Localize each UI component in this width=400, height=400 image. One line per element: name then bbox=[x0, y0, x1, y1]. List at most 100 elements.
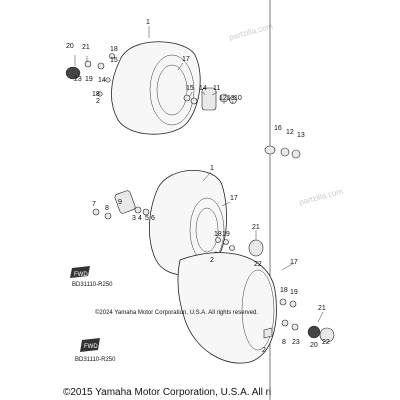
callout: 6 bbox=[151, 215, 155, 222]
hub-middle bbox=[114, 190, 136, 214]
top-wheel-assembly bbox=[65, 26, 237, 135]
bolt-middle bbox=[92, 208, 100, 216]
callout: 17 bbox=[182, 56, 190, 63]
inner-copyright: ©2024 Yamaha Motor Corporation, U.S.A. A… bbox=[95, 309, 258, 316]
leader-line bbox=[177, 62, 184, 71]
rim-top bbox=[149, 54, 195, 126]
callout: 3 bbox=[132, 215, 136, 222]
cap-lower bbox=[319, 327, 335, 343]
callout: 12 bbox=[286, 129, 294, 136]
leader-line bbox=[281, 262, 295, 271]
callout: 18 bbox=[214, 231, 222, 238]
bolt-top bbox=[105, 77, 111, 83]
washer-middle bbox=[104, 212, 112, 220]
callout: 2 bbox=[96, 98, 100, 105]
callout: 1 bbox=[146, 19, 150, 26]
callout: 13 bbox=[297, 132, 305, 139]
seal-part bbox=[280, 147, 290, 157]
nut-lower bbox=[291, 323, 299, 331]
callout: 21 bbox=[82, 44, 90, 51]
footer-copyright: ©2015 Yamaha Motor Corporation, U.S.A. A… bbox=[63, 387, 272, 398]
callout: 7 bbox=[92, 201, 96, 208]
callout: 18 bbox=[92, 91, 100, 98]
leader-line bbox=[211, 91, 218, 96]
fwd-arrow-icon: FWD bbox=[80, 338, 100, 352]
seal-part bbox=[264, 145, 276, 155]
bolt-middle bbox=[229, 245, 235, 251]
callout: 9 bbox=[118, 199, 122, 206]
lower-wheel-assembly bbox=[177, 252, 335, 364]
callout: 8 bbox=[105, 205, 109, 212]
fwd-label: FWD bbox=[74, 272, 88, 278]
callout: 2 bbox=[210, 257, 214, 264]
diagram-code-bottom: BD31110-R250 bbox=[75, 357, 116, 363]
callout: 22 bbox=[254, 261, 262, 268]
nut-middle bbox=[142, 208, 150, 216]
callout: 16 bbox=[274, 125, 282, 132]
spacer-top bbox=[190, 97, 198, 105]
callout: 8 bbox=[282, 339, 286, 346]
nut-lower bbox=[281, 319, 289, 327]
cap-lower bbox=[307, 325, 321, 339]
callout: 14 bbox=[98, 77, 106, 84]
cap-middle bbox=[248, 239, 264, 257]
rim-lower bbox=[241, 269, 275, 351]
bolt-top bbox=[97, 91, 103, 97]
callout: 22 bbox=[322, 339, 330, 346]
callout: 4 bbox=[138, 215, 142, 222]
callout: 23 bbox=[74, 76, 82, 83]
washer-lower bbox=[289, 300, 297, 308]
watermark-text: partzilla.com bbox=[298, 187, 344, 207]
callout: 23 bbox=[292, 339, 300, 346]
callout: 12 bbox=[219, 95, 227, 102]
callout: 13 bbox=[227, 95, 235, 102]
callout: 10 bbox=[234, 95, 242, 102]
fwd-arrow-icon: FWD bbox=[70, 266, 90, 278]
callout: 20 bbox=[66, 43, 74, 50]
spacer-top bbox=[183, 94, 191, 102]
leader-line bbox=[317, 311, 324, 323]
right-side-parts bbox=[264, 145, 301, 159]
callout: 14 bbox=[199, 85, 207, 92]
callout: 15 bbox=[110, 57, 118, 64]
callout: 1 bbox=[210, 165, 214, 172]
leader-line bbox=[221, 201, 231, 207]
valve-lower bbox=[263, 327, 273, 339]
callout: 15 bbox=[186, 85, 194, 92]
leader-line bbox=[231, 100, 234, 105]
callout: 19 bbox=[222, 231, 230, 238]
callout: 19 bbox=[290, 289, 298, 296]
hub-top bbox=[201, 87, 217, 111]
diagram-code-top: BD31110-R250 bbox=[72, 282, 113, 288]
leader-line bbox=[202, 171, 212, 182]
rim-inner-top bbox=[156, 64, 188, 116]
bolt-top bbox=[109, 53, 115, 59]
bolt-middle bbox=[215, 237, 221, 243]
watermark-text: partzilla.com bbox=[228, 22, 274, 42]
callout: 11 bbox=[213, 85, 220, 92]
nut-top bbox=[229, 96, 237, 104]
callout-labels: 1 20 21 18 15 23 19 14 18 2 17 15 14 11 … bbox=[66, 19, 330, 354]
leader-line bbox=[189, 91, 193, 97]
tire-top bbox=[111, 41, 201, 135]
washer-middle bbox=[134, 206, 142, 214]
callout: 5 bbox=[145, 215, 149, 222]
callout: 18 bbox=[280, 287, 288, 294]
callout: 19 bbox=[85, 76, 93, 83]
leader-line bbox=[202, 91, 206, 96]
callout: 2 bbox=[262, 347, 266, 354]
nut-top bbox=[97, 62, 105, 70]
rim-inner-middle bbox=[195, 207, 219, 253]
callout: 18 bbox=[110, 46, 118, 53]
callout: 20 bbox=[310, 342, 318, 349]
callout: 17 bbox=[290, 259, 298, 266]
bolt-lower bbox=[279, 298, 287, 306]
seal-part bbox=[291, 149, 301, 159]
cap-top bbox=[65, 66, 81, 80]
bolt-middle bbox=[223, 239, 229, 245]
washer-top bbox=[84, 60, 92, 68]
fwd-label: FWD bbox=[84, 344, 98, 350]
callout: 21 bbox=[318, 305, 326, 312]
